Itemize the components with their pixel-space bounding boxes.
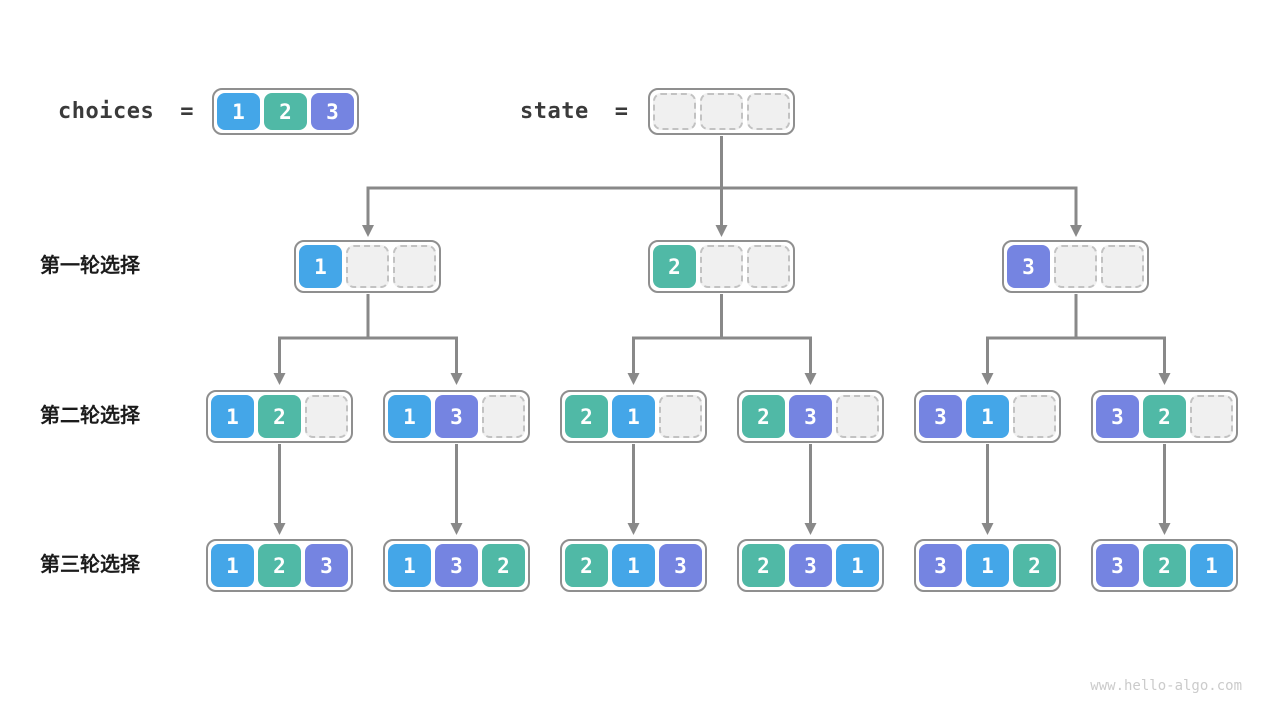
row-label-round-1: 第一轮选择 <box>40 255 140 277</box>
array-cell <box>747 93 790 130</box>
equals-sign: = <box>614 99 629 124</box>
watermark: www.hello-algo.com <box>1090 678 1242 694</box>
state-node-32: 3 2 <box>1091 390 1238 443</box>
array-cell: 1 <box>217 93 260 130</box>
array-cell: 1 <box>299 245 342 288</box>
array-cell: 1 <box>966 395 1009 438</box>
state-node-213: 2 1 3 <box>560 539 707 592</box>
array-cell <box>1013 395 1056 438</box>
state-node-12: 1 2 <box>206 390 353 443</box>
array-cell: 3 <box>919 544 962 587</box>
choices-label: choices <box>58 99 155 124</box>
state-node-2: 2 <box>648 240 795 293</box>
array-cell <box>1101 245 1144 288</box>
array-cell: 2 <box>653 245 696 288</box>
array-cell <box>700 245 743 288</box>
row-label-round-2: 第二轮选择 <box>40 405 140 427</box>
choices-expression: choices = <box>58 88 194 135</box>
state-node-312: 3 1 2 <box>914 539 1061 592</box>
array-cell <box>1054 245 1097 288</box>
array-cell: 3 <box>1096 395 1139 438</box>
array-cell: 2 <box>1143 544 1186 587</box>
array-cell <box>700 93 743 130</box>
array-cell: 2 <box>1143 395 1186 438</box>
array-cell <box>305 395 348 438</box>
array-cell <box>836 395 879 438</box>
array-cell: 2 <box>742 544 785 587</box>
array-cell: 1 <box>966 544 1009 587</box>
state-label: state <box>520 99 589 124</box>
array-cell: 3 <box>435 544 478 587</box>
array-cell <box>747 245 790 288</box>
array-cell: 3 <box>1007 245 1050 288</box>
array-cell: 3 <box>305 544 348 587</box>
array-cell: 2 <box>565 544 608 587</box>
row-label-round-3: 第三轮选择 <box>40 554 140 576</box>
state-node-321: 3 2 1 <box>1091 539 1238 592</box>
state-node-231: 2 3 1 <box>737 539 884 592</box>
array-cell: 2 <box>258 395 301 438</box>
array-cell <box>653 93 696 130</box>
array-cell: 1 <box>836 544 879 587</box>
state-node-13: 1 3 <box>383 390 530 443</box>
array-cell: 2 <box>264 93 307 130</box>
array-cell <box>482 395 525 438</box>
array-cell: 1 <box>388 544 431 587</box>
state-node-3: 3 <box>1002 240 1149 293</box>
array-cell: 3 <box>919 395 962 438</box>
choices-array: 1 2 3 <box>212 88 359 135</box>
state-node-123: 1 2 3 <box>206 539 353 592</box>
array-cell: 2 <box>565 395 608 438</box>
array-cell: 1 <box>1190 544 1233 587</box>
array-cell: 3 <box>789 544 832 587</box>
array-cell: 3 <box>1096 544 1139 587</box>
array-cell <box>659 395 702 438</box>
state-node-132: 1 3 2 <box>383 539 530 592</box>
array-cell: 1 <box>388 395 431 438</box>
array-cell: 1 <box>211 395 254 438</box>
state-node-31: 3 1 <box>914 390 1061 443</box>
array-cell <box>393 245 436 288</box>
array-cell: 2 <box>482 544 525 587</box>
state-array <box>648 88 795 135</box>
array-cell <box>1190 395 1233 438</box>
state-node-23: 2 3 <box>737 390 884 443</box>
state-expression: state = <box>520 88 628 135</box>
array-cell: 2 <box>742 395 785 438</box>
array-cell: 3 <box>435 395 478 438</box>
equals-sign: = <box>180 99 194 124</box>
array-cell: 1 <box>211 544 254 587</box>
array-cell: 2 <box>1013 544 1056 587</box>
array-cell: 1 <box>612 395 655 438</box>
state-node-1: 1 <box>294 240 441 293</box>
array-cell: 3 <box>659 544 702 587</box>
array-cell <box>346 245 389 288</box>
state-node-21: 2 1 <box>560 390 707 443</box>
array-cell: 3 <box>311 93 354 130</box>
array-cell: 3 <box>789 395 832 438</box>
array-cell: 1 <box>612 544 655 587</box>
array-cell: 2 <box>258 544 301 587</box>
